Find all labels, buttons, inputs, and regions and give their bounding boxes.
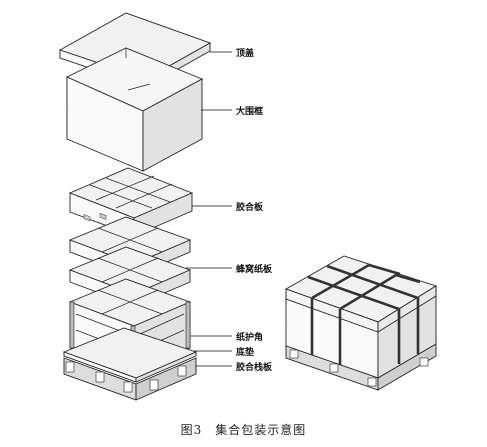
label-composite-pallet: 胶合栈板 — [236, 363, 273, 373]
large-frame — [65, 47, 204, 172]
figure-caption: 图3 集合包装示意图 — [180, 423, 307, 437]
composite-pallet — [63, 357, 197, 401]
composite-board-grid — [83, 213, 107, 222]
leader-lines — [186, 51, 232, 367]
label-paper-corner: 纸护角 — [236, 333, 264, 343]
label-honeycomb-board: 蜂窝纸板 — [236, 265, 273, 275]
label-top-cover: 顶盖 — [236, 49, 255, 59]
label-composite-board: 胶合板 — [236, 203, 264, 213]
label-base-pad: 底垫 — [236, 348, 255, 358]
label-large-frame: 大围框 — [236, 107, 264, 117]
composite-board — [68, 167, 194, 237]
assembled-package — [284, 255, 438, 391]
base-pad — [62, 327, 198, 383]
